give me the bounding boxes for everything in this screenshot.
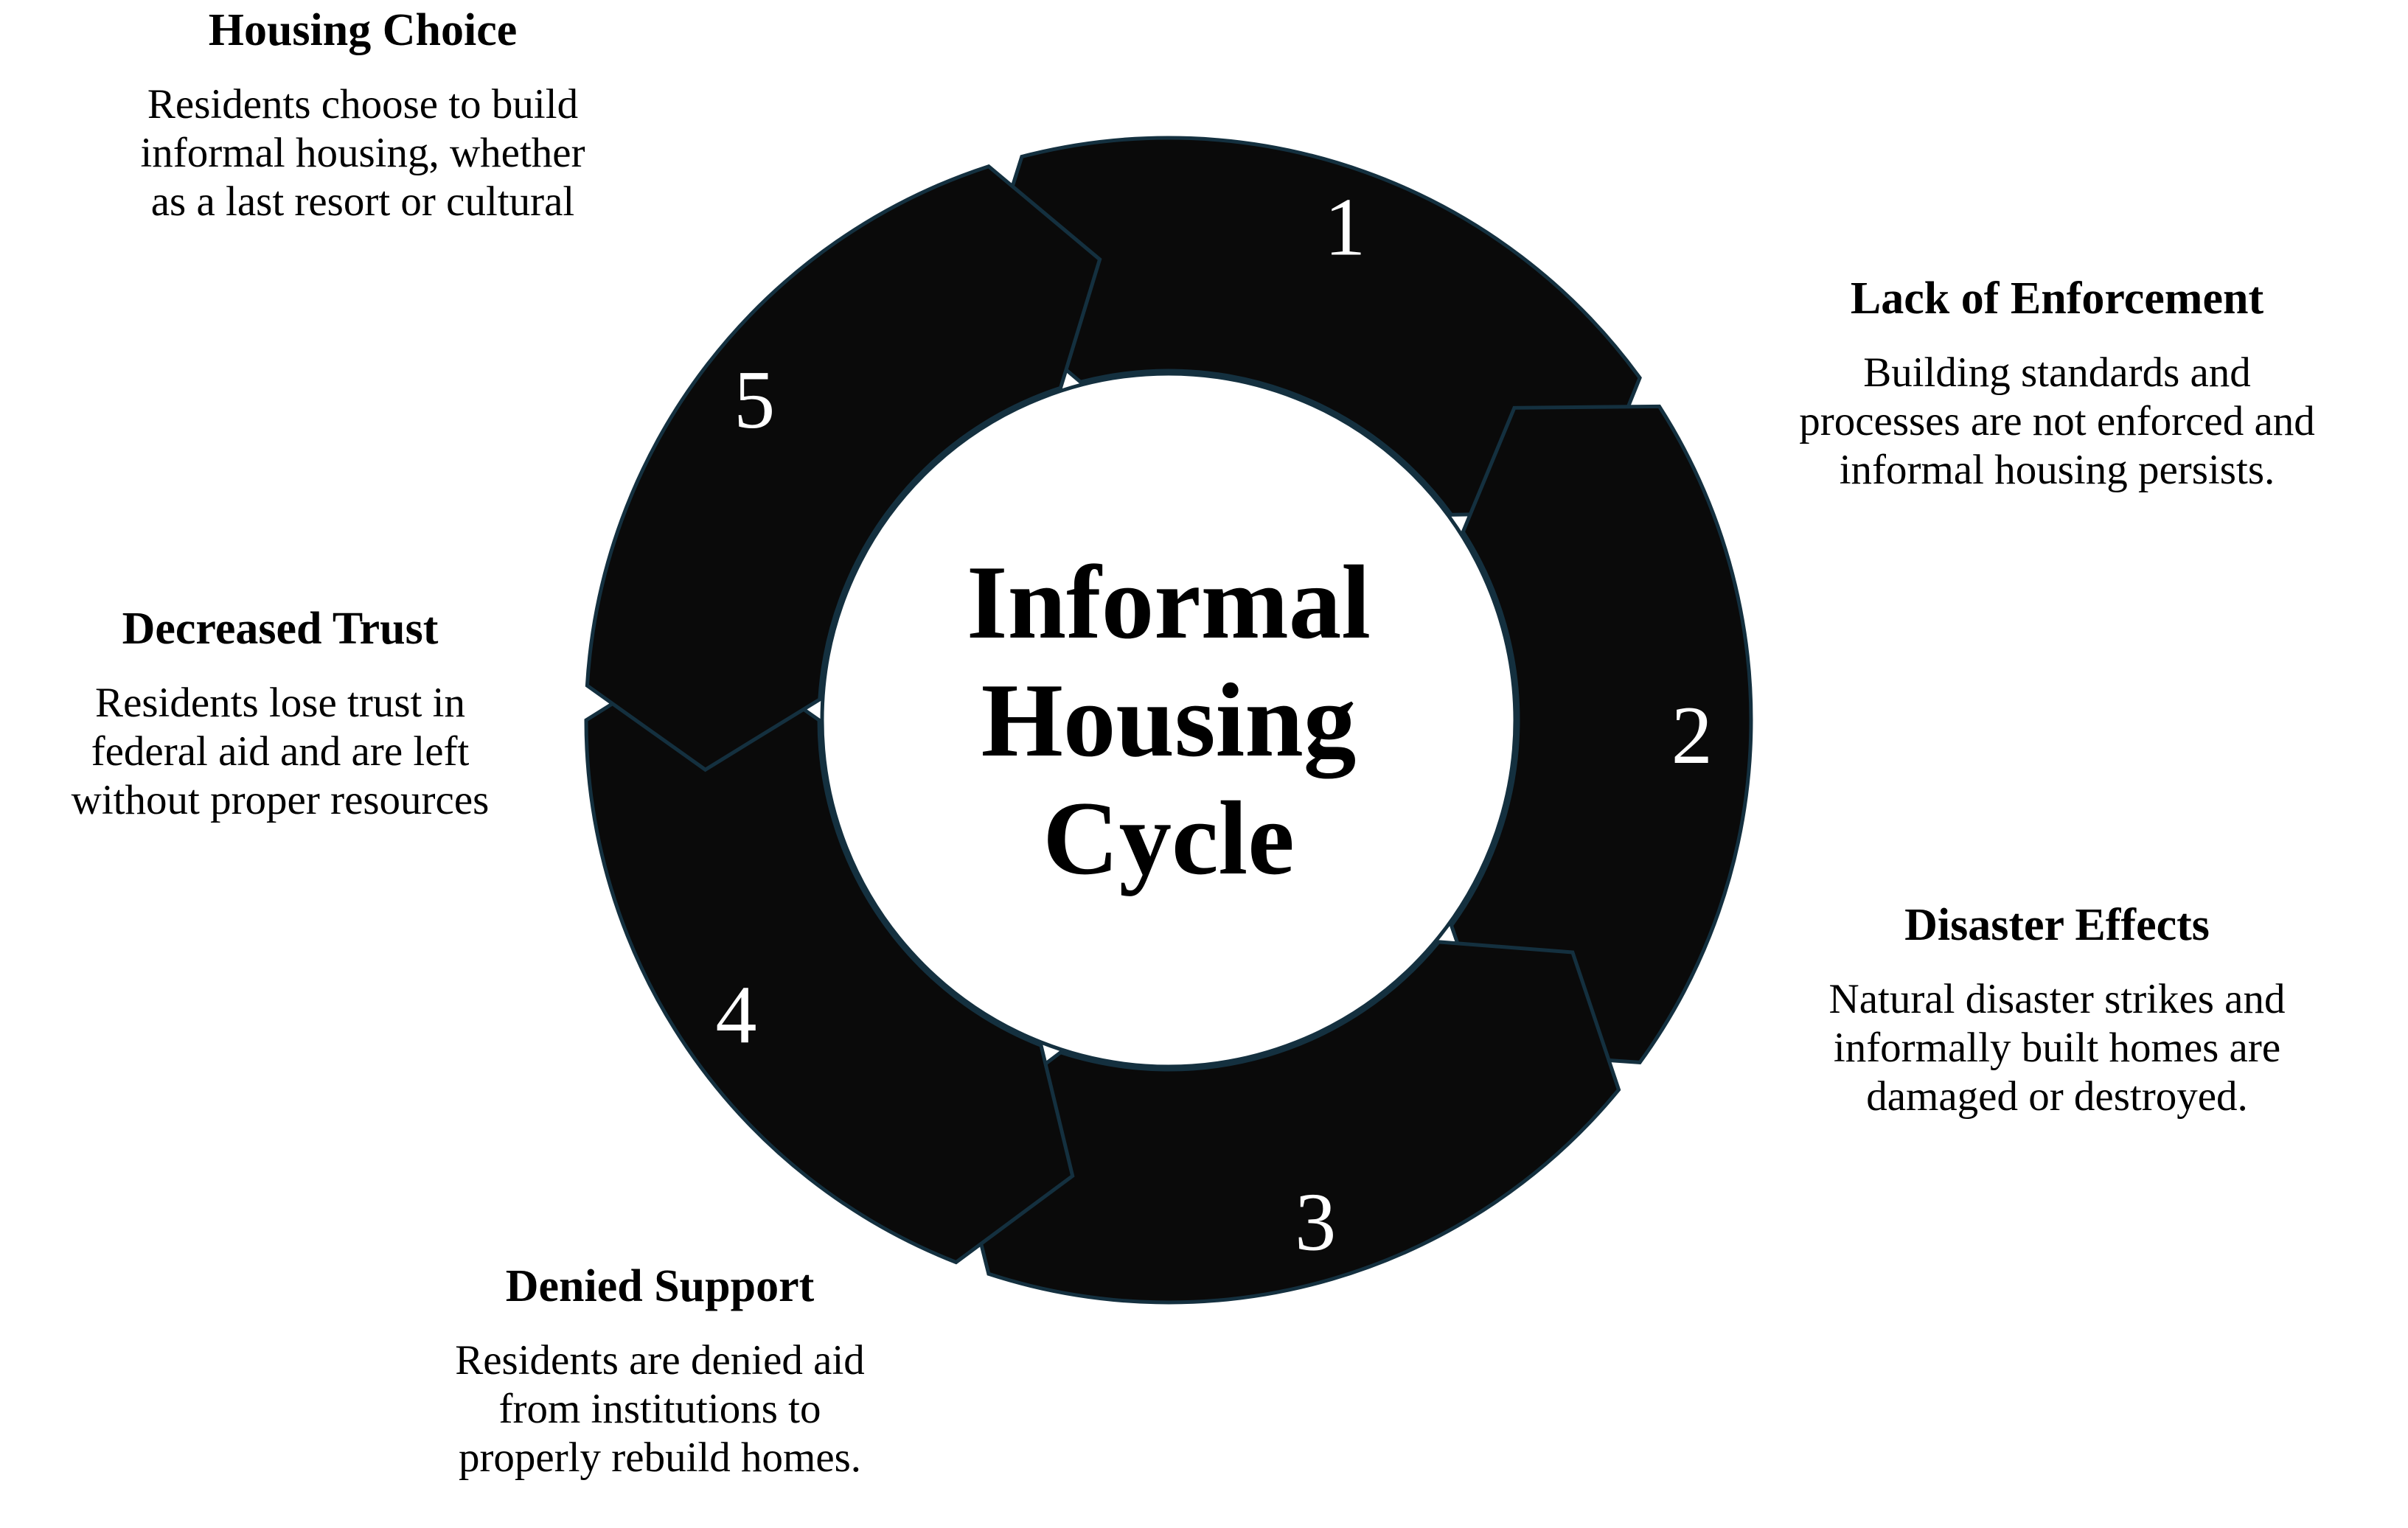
segment-number-3: 3 bbox=[1295, 1177, 1336, 1269]
callout-body-3: Natural disaster strikes and informally … bbox=[1828, 975, 2286, 1120]
segment-number-2: 2 bbox=[1671, 690, 1713, 781]
callout-body-5: Residents lose trust in federal aid and … bbox=[71, 679, 490, 824]
callout-housing-choice: Housing Choice Residents choose to build… bbox=[83, 6, 643, 226]
cycle-segment-denied-support[interactable] bbox=[584, 641, 1075, 1265]
callout-disaster-effects: Disaster Effects Natural disaster strike… bbox=[1733, 901, 2381, 1121]
hub-title-line-1: Informal bbox=[967, 544, 1371, 660]
segment-number-5: 5 bbox=[734, 355, 775, 446]
hub-title-line-3: Cycle bbox=[1043, 780, 1294, 896]
hub-title-line-2: Housing bbox=[981, 662, 1357, 779]
callout-title-2: Lack of Enforcement bbox=[1850, 273, 2264, 324]
callout-lack-of-enforcement: Lack of Enforcement Building standards a… bbox=[1733, 274, 2381, 495]
cycle-segment-housing-choice[interactable] bbox=[976, 136, 1642, 517]
cycle-segment-decreased-trust[interactable] bbox=[585, 164, 1102, 772]
callout-title-1: Housing Choice bbox=[208, 5, 518, 55]
segment-number-4: 4 bbox=[716, 969, 757, 1061]
cycle-segment-disaster-effects[interactable] bbox=[951, 940, 1621, 1305]
segment-number-1: 1 bbox=[1324, 182, 1365, 273]
callout-denied-support: Denied Support Residents are denied aid … bbox=[372, 1262, 947, 1482]
callout-title-3: Disaster Effects bbox=[1904, 900, 2210, 950]
callout-decreased-trust: Decreased Trust Residents lose trust in … bbox=[7, 604, 553, 825]
callout-body-1: Residents choose to build informal housi… bbox=[140, 80, 585, 226]
center-hub-circle bbox=[820, 371, 1517, 1069]
callout-title-4: Denied Support bbox=[505, 1261, 815, 1311]
cycle-segments-group: 1 2 3 4 5 bbox=[584, 136, 1753, 1305]
callout-body-4: Residents are denied aid from institutio… bbox=[455, 1336, 865, 1482]
callout-title-5: Decreased Trust bbox=[122, 604, 439, 654]
callout-body-2: Building standards and processes are not… bbox=[1799, 349, 2315, 494]
cycle-segment-lack-of-enforcement[interactable] bbox=[1449, 404, 1753, 1064]
